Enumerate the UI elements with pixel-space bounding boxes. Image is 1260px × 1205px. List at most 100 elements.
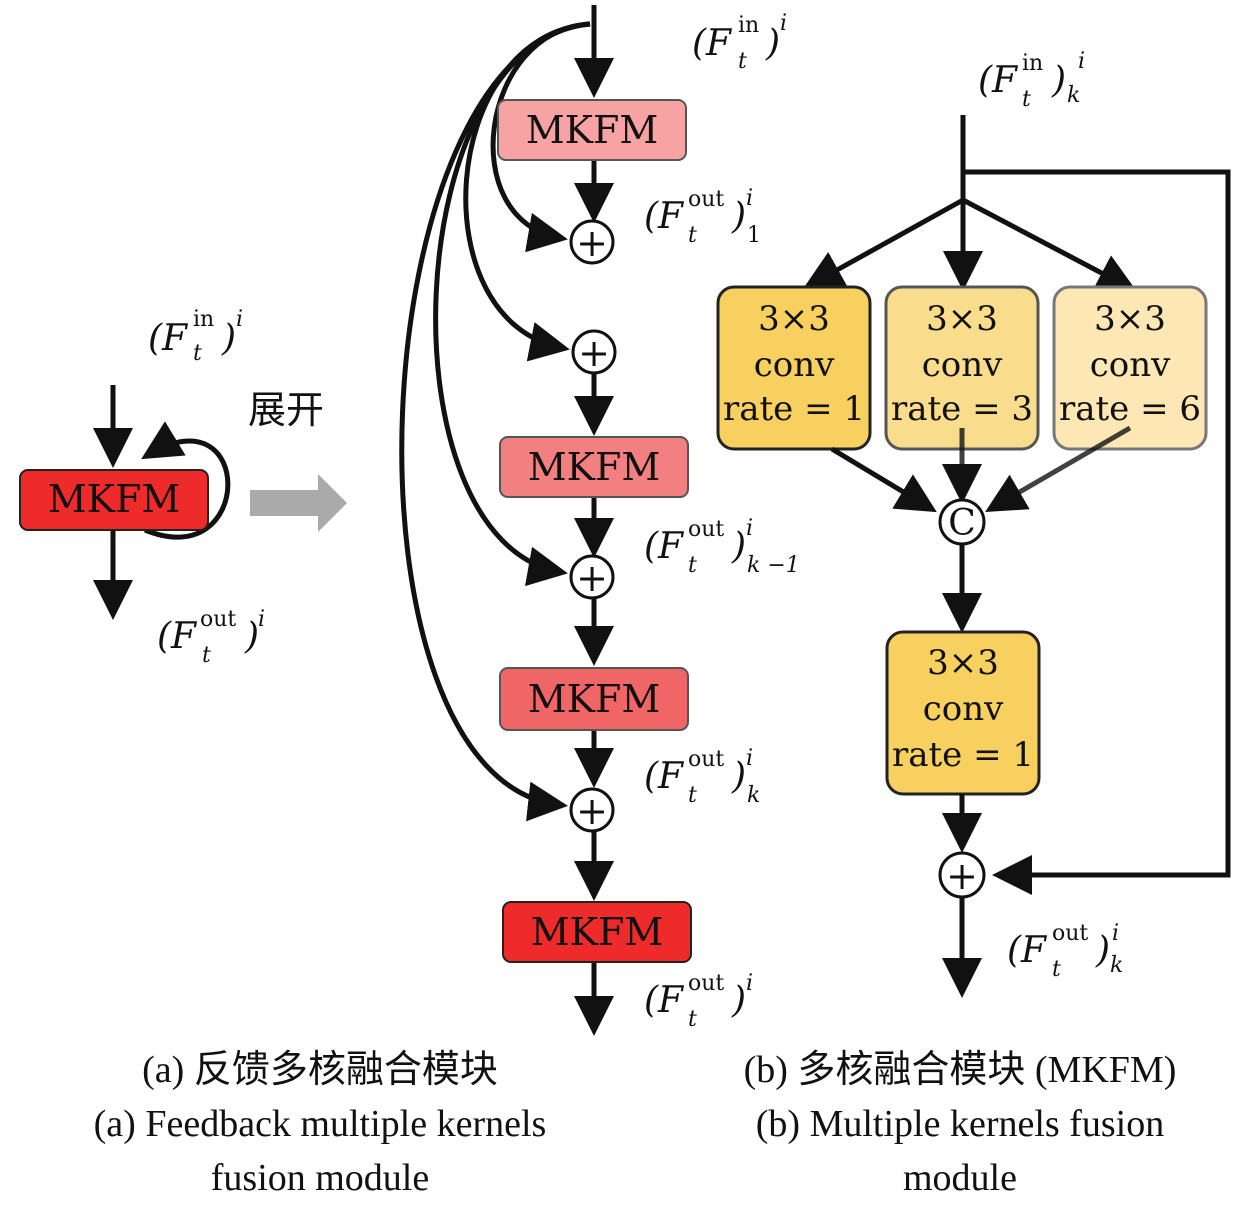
svg-text:i: i <box>258 607 265 632</box>
svg-text:t: t <box>202 643 211 668</box>
right-output-label: (F out t ) k i <box>1007 921 1123 982</box>
residual-plus-node: + <box>938 851 986 899</box>
middle-input-label: (F in t ) i <box>692 11 787 74</box>
plus-node-1: + <box>569 219 615 265</box>
svg-text:(F: (F <box>644 756 685 797</box>
mkfm-block-1 <box>497 99 687 161</box>
svg-text:): ) <box>1051 60 1066 101</box>
svg-text:+: + <box>946 854 978 898</box>
svg-text:out: out <box>688 187 724 212</box>
plus-node-3: + <box>569 554 615 600</box>
svg-text:out: out <box>688 517 724 542</box>
mkfm-block-4-label: MKFM <box>531 910 664 954</box>
svg-text:(F: (F <box>644 980 685 1021</box>
svg-text:C: C <box>948 503 976 544</box>
mkfm-block-1-label: MKFM <box>526 108 659 152</box>
conv-block-rate3: 3×3 conv rate = 3 <box>884 285 1040 451</box>
svg-text:3×3: 3×3 <box>1094 299 1166 339</box>
residual-path <box>963 169 1231 895</box>
svg-text:3×3: 3×3 <box>758 299 830 339</box>
svg-text:in: in <box>738 13 759 38</box>
svg-text:(F: (F <box>692 23 733 64</box>
svg-text:conv: conv <box>1090 345 1171 385</box>
caption-a-english-line2: fusion module <box>210 1157 430 1199</box>
svg-text:(F: (F <box>148 318 189 359</box>
svg-text:(F: (F <box>644 196 685 237</box>
svg-text:in: in <box>1022 51 1043 76</box>
plus-node-4: + <box>569 787 615 833</box>
svg-text:rate = 1: rate = 1 <box>723 389 865 429</box>
skip-arrow-2 <box>463 21 591 362</box>
caption-a-chinese: (a) 反馈多核融合模块 <box>142 1049 498 1091</box>
svg-text:t: t <box>193 341 202 366</box>
mkfm-block-2-label: MKFM <box>528 445 661 489</box>
svg-text:(F: (F <box>644 526 685 567</box>
svg-text:out: out <box>1052 921 1088 946</box>
svg-text:i: i <box>1078 49 1085 74</box>
caption-b-english-line1: (b) Multiple kernels fusion <box>755 1103 1165 1145</box>
left-mkfm-label: MKFM <box>48 477 181 521</box>
svg-text:i: i <box>780 11 787 36</box>
svg-text:k: k <box>1110 953 1123 978</box>
svg-text:t: t <box>688 223 697 248</box>
svg-text:t: t <box>688 553 697 578</box>
svg-text:): ) <box>221 318 236 359</box>
mkfm-block-3 <box>499 667 689 731</box>
caption-b: (b) 多核融合模块 (MKFM) (b) Multiple kernels f… <box>680 1043 1240 1205</box>
svg-text:(F: (F <box>157 616 198 657</box>
svg-text:i: i <box>746 186 753 211</box>
left-output-label: (F out t ) i <box>157 607 265 668</box>
svg-text:): ) <box>731 980 746 1021</box>
svg-text:t: t <box>1052 957 1061 982</box>
svg-text:): ) <box>244 616 259 657</box>
plus-node-2: + <box>571 329 617 375</box>
svg-text:(F: (F <box>1007 930 1048 971</box>
svg-text:): ) <box>765 23 780 64</box>
svg-text:conv: conv <box>922 345 1003 385</box>
mkfm-block-3-label: MKFM <box>528 677 661 721</box>
svg-text:t: t <box>738 49 747 74</box>
merge-arrow-left <box>830 446 937 513</box>
middle-output-label-final: (F out t ) i <box>644 971 753 1032</box>
branch-arrow-right <box>961 197 1138 292</box>
middle-output-label-k: (F out t ) i k <box>644 746 760 808</box>
right-mkfm-structure: (F in t ) k i 3×3 conv rate = 1 3×3 conv… <box>716 49 1231 998</box>
unfold-label: 展开 <box>248 388 324 432</box>
mkfm-block-2 <box>499 436 689 498</box>
svg-text:+: + <box>576 221 608 265</box>
caption-b-chinese: (b) 多核融合模块 (MKFM) <box>743 1049 1177 1091</box>
middle-output-label-k-1: (F out t ) i k −1 <box>644 516 800 578</box>
skip-arrow-4 <box>399 21 591 822</box>
svg-text:k −1: k −1 <box>747 553 800 578</box>
branch-arrow-left <box>803 197 965 289</box>
left-feedback-loop-arrow <box>141 421 231 540</box>
left-feedback-module: MKFM (F in t ) i 展开 (F out t ) i <box>19 307 347 668</box>
svg-text:): ) <box>731 756 746 797</box>
svg-text:): ) <box>1095 930 1110 971</box>
svg-text:rate = 1: rate = 1 <box>892 735 1034 775</box>
left-input-label: (F in t ) i <box>148 307 243 366</box>
svg-text:3×3: 3×3 <box>926 299 998 339</box>
mkfm-block-4 <box>502 901 692 963</box>
middle-output-label-1: (F out t ) i 1 <box>644 186 761 248</box>
conv-block-final: 3×3 conv rate = 1 <box>885 630 1041 796</box>
merge-arrow-right <box>985 425 1132 513</box>
caption-b-english-line2: module <box>903 1157 1017 1199</box>
middle-unrolled-chain: MKFM MKFM MKFM MKFM + + + + (F in t ) <box>399 5 800 1036</box>
svg-text:i: i <box>746 516 753 541</box>
svg-text:t: t <box>688 1007 697 1032</box>
svg-text:3×3: 3×3 <box>927 643 999 683</box>
svg-text:i: i <box>1112 921 1119 946</box>
caption-a: (a) 反馈多核融合模块 (a) Feedback multiple kerne… <box>20 1043 620 1205</box>
svg-text:rate = 6: rate = 6 <box>1059 389 1201 429</box>
conv-block-rate1: 3×3 conv rate = 1 <box>716 285 872 451</box>
concat-node: C <box>938 498 986 546</box>
svg-text:i: i <box>746 746 753 771</box>
svg-text:(F: (F <box>978 60 1019 101</box>
svg-text:conv: conv <box>754 345 835 385</box>
svg-text:+: + <box>578 331 610 375</box>
svg-text:in: in <box>193 307 214 332</box>
svg-text:t: t <box>688 783 697 808</box>
svg-text:1: 1 <box>747 223 761 248</box>
